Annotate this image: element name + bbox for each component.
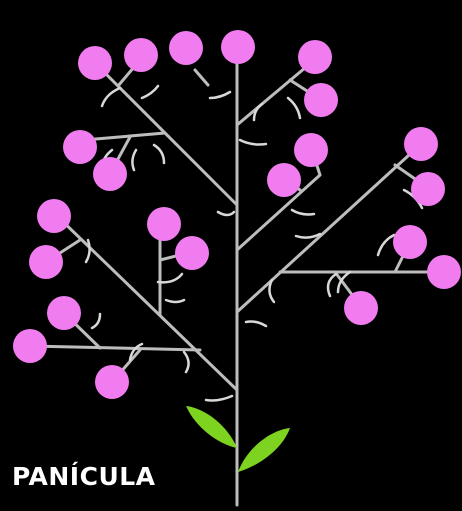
bract-hook-icon	[240, 140, 266, 145]
flower-dot-icon	[304, 83, 338, 117]
bract-hook-icon	[102, 88, 120, 106]
bract-hook-icon	[142, 86, 158, 98]
flower-dot-icon	[47, 296, 81, 330]
pedicel	[195, 70, 208, 85]
flower-dot-icon	[404, 127, 438, 161]
flower-dot-icon	[294, 133, 328, 167]
flower-dot-icon	[427, 255, 461, 289]
pedicel	[84, 133, 165, 140]
pedicel	[30, 346, 200, 350]
bract-hook-icon	[246, 322, 266, 327]
flower-dot-icon	[221, 30, 255, 64]
leaf-icon	[238, 428, 290, 472]
flower-dot-icon	[63, 130, 97, 164]
flower-dot-icon	[124, 38, 158, 72]
flower-dot-icon	[95, 365, 129, 399]
bract-hook-icon	[206, 396, 232, 401]
bract-hook-icon	[296, 234, 320, 238]
flower-dot-icon	[393, 225, 427, 259]
flower-dot-icon	[93, 157, 127, 191]
bract-hook-icon	[269, 280, 274, 302]
bract-hook-icon	[378, 235, 394, 255]
branch-left-lower	[55, 214, 237, 390]
flower-dot-icon	[411, 172, 445, 206]
stems	[30, 48, 445, 505]
bract-hook-icon	[218, 212, 234, 215]
diagram-caption: PANÍCULA	[12, 462, 156, 491]
flower-dot-icon	[344, 291, 378, 325]
bract-hook-icon	[292, 210, 314, 215]
bract-hook-icon	[158, 274, 182, 282]
bract-hook-icon	[154, 145, 164, 163]
flower-dot-icon	[169, 31, 203, 65]
bract-hook-icon	[328, 274, 336, 296]
bract-hook-icon	[184, 352, 189, 372]
flower-dot-icon	[37, 199, 71, 233]
flower-dot-icon	[267, 163, 301, 197]
bract-hook-icon	[288, 98, 300, 118]
bract-hook-icon	[92, 314, 100, 328]
bract-hook-icon	[166, 300, 184, 302]
flower-dot-icon	[29, 245, 63, 279]
flower-dot-icon	[78, 46, 112, 80]
flower-dot-icon	[13, 329, 47, 363]
bract-hook-icon	[254, 104, 262, 120]
flower-dot-icon	[298, 40, 332, 74]
bract-hook-icon	[132, 150, 136, 170]
bract-hook-icon	[210, 92, 230, 98]
flower-dot-icon	[175, 236, 209, 270]
flower-dot-icon	[147, 207, 181, 241]
leaf-icon	[186, 406, 237, 448]
